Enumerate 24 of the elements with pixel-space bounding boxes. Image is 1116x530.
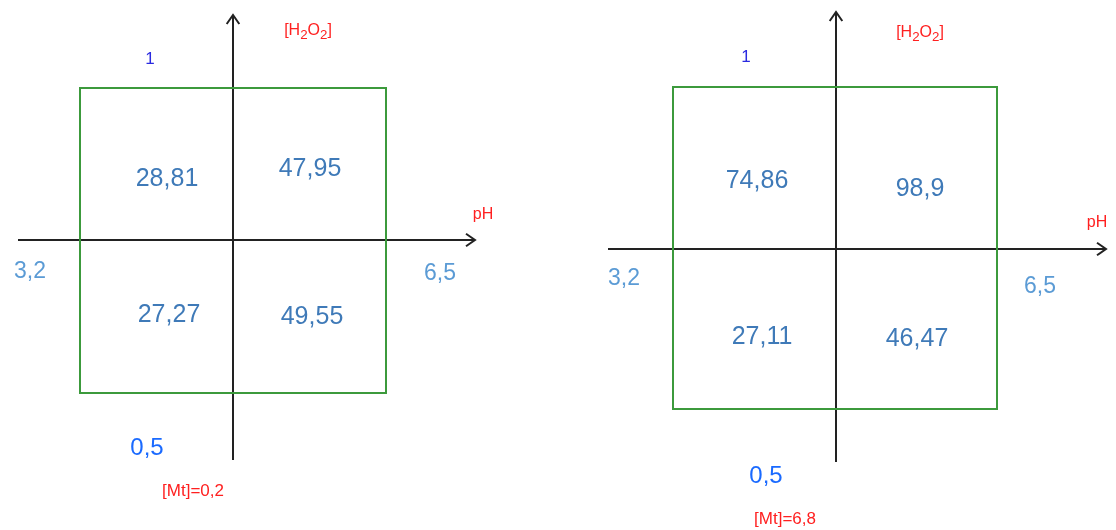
response-value: 46,47 bbox=[885, 324, 949, 350]
level-label: 6,5 bbox=[1024, 273, 1056, 297]
factor-label: [Mt]=6,8 bbox=[754, 509, 816, 527]
square-outline bbox=[79, 87, 387, 394]
response-value: 49,55 bbox=[280, 302, 344, 328]
square-outline bbox=[672, 86, 998, 410]
level-label: 0,5 bbox=[130, 435, 164, 459]
response-value: 27,27 bbox=[137, 300, 201, 326]
response-value: 28,81 bbox=[135, 164, 199, 190]
response-value: 47,95 bbox=[278, 154, 342, 180]
level-label: 3,2 bbox=[608, 265, 640, 289]
level-label: 3,2 bbox=[14, 258, 46, 282]
level-label: 6,5 bbox=[424, 260, 456, 284]
axis-title: pH bbox=[472, 206, 494, 222]
response-value: 27,11 bbox=[731, 322, 793, 348]
axis-title: [H$_{2}$O$_{2}$] bbox=[284, 22, 332, 42]
axis-title: pH bbox=[1086, 214, 1108, 230]
level-label: 0,5 bbox=[749, 463, 783, 487]
response-value: 98,9 bbox=[895, 174, 945, 200]
axis-title: [H$_{2}$O$_{2}$] bbox=[896, 24, 944, 44]
level-label: 1 bbox=[741, 47, 751, 65]
level-label: 1 bbox=[145, 49, 155, 67]
response-value: 74,86 bbox=[725, 166, 789, 192]
factor-label: [Mt]=0,2 bbox=[162, 481, 224, 499]
